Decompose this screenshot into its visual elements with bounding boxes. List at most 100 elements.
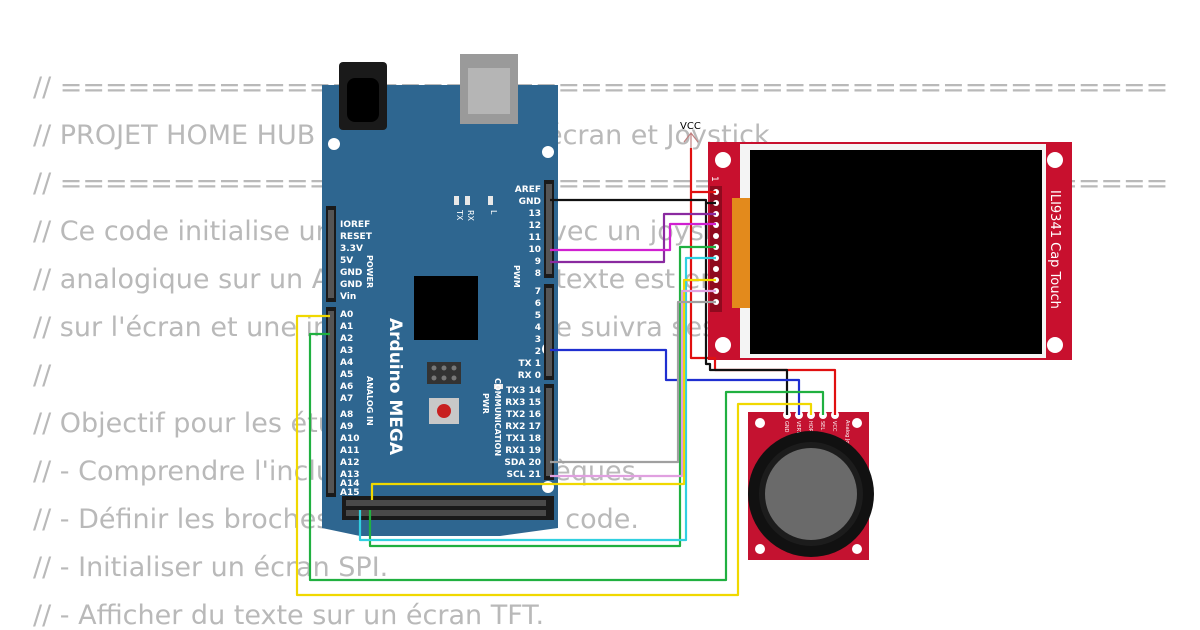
joystick-pin-vcc: VCC [831, 421, 837, 432]
label-power: POWER [365, 255, 374, 288]
mount-hole [542, 146, 554, 158]
wire-red [689, 192, 837, 415]
arduino-mega-board[interactable]: IOREF RESET 3.3V 5V GND GND Vin POWER A0… [322, 54, 558, 536]
label-d5: 5 [535, 311, 541, 321]
wires [295, 148, 837, 597]
label-d4: 4 [535, 323, 541, 333]
dc-jack-hole [347, 78, 379, 122]
label-rx1-comm: RX1 19 [505, 446, 541, 456]
display-fpc [732, 198, 750, 308]
label-gnd-digital: GND [519, 197, 541, 207]
label-gnd: GND [340, 280, 362, 290]
label-a3: A3 [340, 346, 353, 356]
joystick-pin-vert: VERT [795, 421, 801, 435]
display-pin-one-label: 1 [709, 176, 719, 182]
label-tx2: TX2 16 [506, 410, 541, 420]
label-a11: A11 [340, 446, 360, 456]
wire-gray [550, 300, 716, 464]
mount-hole [1047, 152, 1063, 168]
joystick-title: Analog Joystick [844, 420, 850, 458]
label-d7: 7 [535, 287, 541, 297]
vcc-label: VCC [680, 121, 701, 132]
label-board-name: Arduino MEGA [385, 318, 405, 456]
label-d10: 10 [528, 245, 541, 255]
icsp-header [427, 362, 461, 384]
joystick-pin-horz: HORZ [807, 421, 813, 436]
wire-green [308, 332, 825, 582]
label-scl: SCL 21 [507, 470, 541, 480]
label-tx1: TX 1 [519, 359, 541, 369]
wire-black [704, 203, 789, 415]
wire-yellow [370, 278, 716, 500]
reset-button-cap [437, 404, 451, 418]
analog-joystick[interactable]: GND VERT HORZ SEL VCC Analog Joystick [748, 411, 874, 560]
label-sda: SDA 20 [504, 458, 541, 468]
code-line: // [33, 360, 52, 391]
display-name-label: ILI9341 Cap Touch [1047, 190, 1062, 309]
vcc-symbol: VCC [680, 121, 701, 152]
label-analog-in: ANALOG IN [365, 376, 374, 426]
label-pwm: PWM [512, 265, 521, 288]
header-double-row [342, 496, 554, 520]
label-d2: 2 [535, 347, 541, 357]
joystick-cap [765, 448, 857, 540]
wire-purple [550, 212, 716, 264]
mount-hole [328, 138, 340, 150]
label-a4: A4 [340, 358, 353, 368]
label-5v: 5V [340, 256, 353, 266]
label-pwr: PWR [481, 393, 490, 414]
wire-yellow [295, 314, 813, 597]
label-rx2: RX2 17 [505, 422, 541, 432]
label-led-tx: TX [455, 209, 464, 221]
label-a10: A10 [340, 434, 360, 444]
mcu-chip [414, 276, 478, 340]
label-3v3: 3.3V [340, 244, 363, 254]
mount-hole [755, 418, 765, 428]
wire-pink [550, 289, 716, 478]
display-screen [750, 150, 1042, 354]
label-tx3: TX3 14 [506, 386, 541, 396]
led-rx [465, 196, 470, 205]
label-a14: A14 [340, 479, 360, 489]
led-pwr [494, 384, 503, 389]
label-aref: AREF [515, 185, 541, 195]
mount-hole [755, 544, 765, 554]
label-a7: A7 [340, 394, 353, 404]
label-a0: A0 [340, 310, 353, 320]
code-line: // =====================================… [33, 72, 1168, 103]
label-led-l: L [489, 210, 498, 215]
code-line: // - Initialiser un écran SPI. [33, 552, 389, 583]
label-d8: 8 [535, 269, 541, 279]
ili9341-display[interactable]: 1 ILI9341 Cap Touch [708, 142, 1072, 360]
mount-hole [715, 152, 731, 168]
wire-magenta [550, 222, 716, 252]
usb-inner [468, 68, 510, 114]
label-tx1-comm: TX1 18 [506, 434, 541, 444]
wire-cyan [358, 256, 716, 542]
label-rx0: RX 0 [518, 371, 541, 381]
label-reset: RESET [340, 232, 373, 242]
label-rx3: RX3 15 [505, 398, 541, 408]
label-d11: 11 [528, 233, 541, 243]
mount-hole [1047, 337, 1063, 353]
label-ioref: IOREF [340, 220, 370, 230]
code-line: // - Afficher du texte sur un écran TFT. [33, 600, 545, 630]
wire-black [550, 198, 716, 205]
joystick-pin-gnd: GND [783, 421, 789, 433]
label-vin: Vin [340, 292, 356, 302]
label-a9: A9 [340, 422, 353, 432]
label-led-rx: RX [466, 210, 475, 222]
led-l [488, 196, 493, 205]
wire-green [368, 245, 716, 548]
label-a15: A15 [340, 488, 360, 498]
led-tx [454, 196, 459, 205]
mount-hole [542, 481, 554, 493]
label-d9: 9 [535, 257, 541, 267]
label-gnd: GND [340, 268, 362, 278]
label-a1: A1 [340, 322, 353, 332]
label-d6: 6 [535, 299, 541, 309]
label-a8: A8 [340, 410, 353, 420]
joystick-pin-sel: SEL [819, 421, 825, 430]
label-a12: A12 [340, 458, 360, 468]
